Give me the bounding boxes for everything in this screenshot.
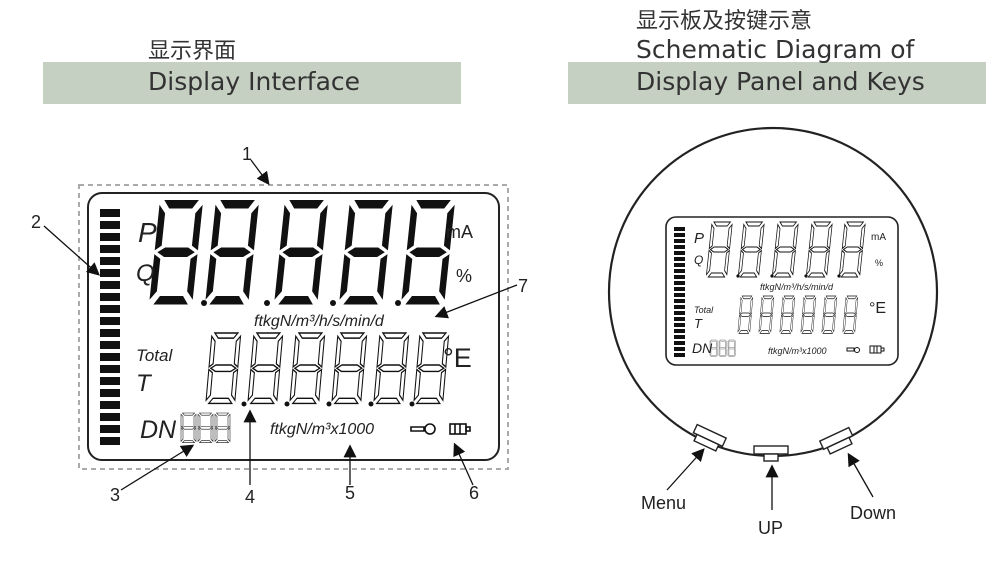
- mini-top-digits: [705, 221, 866, 278]
- callout-7: 7: [518, 276, 529, 296]
- callout-6: 6: [469, 483, 480, 503]
- down-key-label: Down: [850, 503, 897, 523]
- lcd-p-label: P: [138, 217, 157, 248]
- callout-5: 5: [345, 483, 356, 503]
- battery-icon: [449, 423, 471, 435]
- lcd-total-units: ftkgN/m³x1000: [270, 421, 375, 438]
- mini-q-label: Q: [694, 253, 704, 267]
- mini-key-icon: [846, 347, 860, 353]
- dn-digits: [180, 412, 231, 443]
- mini-percent-unit: %: [875, 258, 884, 268]
- lcd-t-label: T: [136, 370, 151, 397]
- lcd-temp-unit: °E: [443, 343, 472, 373]
- top-digits: [149, 200, 456, 306]
- menu-key: [692, 423, 728, 452]
- mini-total-label: Total: [694, 305, 714, 315]
- lcd-q-label: Q: [136, 260, 155, 287]
- down-key: [818, 426, 854, 455]
- right-title-banner: [568, 62, 986, 104]
- mini-dn-label: DN: [692, 340, 713, 356]
- mini-dn-digits: [709, 339, 736, 357]
- callout-3: 3: [110, 485, 121, 505]
- mini-temp-unit: °E: [869, 300, 887, 317]
- left-title-en: Display Interface: [148, 67, 361, 96]
- lcd-percent-unit: %: [456, 266, 473, 286]
- menu-key-label: Menu: [641, 493, 687, 513]
- callout-1: 1: [242, 144, 253, 164]
- left-title-cn: 显示界面: [148, 39, 237, 64]
- bottom-digits: [205, 332, 450, 407]
- lcd-rate-units: ftkgN/m³/h/s/min/d: [254, 313, 384, 330]
- lcd-total-label: Total: [136, 346, 173, 365]
- left-title-banner: [43, 62, 461, 104]
- lcd-dn-label: DN: [140, 416, 177, 444]
- callout-2: 2: [31, 212, 42, 232]
- key-icon: [410, 423, 436, 435]
- mini-t-label: T: [694, 316, 702, 331]
- mini-rate-units: ftkgN/m³/h/s/min/d: [760, 282, 834, 292]
- bar-graph: [100, 209, 120, 445]
- right-title-en-1: Schematic Diagram of: [636, 35, 915, 64]
- mini-p-label: P: [694, 230, 705, 247]
- mini-bar-graph: [674, 227, 685, 357]
- right-title-cn: 显示板及按键示意: [636, 9, 813, 34]
- right-title-en-2: Display Panel and Keys: [636, 67, 925, 96]
- mini-bottom-digits: [737, 295, 859, 334]
- up-key: [753, 445, 789, 462]
- mini-ma-unit: mA: [871, 232, 886, 243]
- mini-total-units: ftkgN/m³x1000: [768, 346, 827, 356]
- mini-battery-icon: [869, 345, 885, 354]
- lcd-ma-unit: mA: [446, 222, 473, 242]
- callout-4: 4: [245, 487, 256, 507]
- up-key-label: UP: [758, 518, 784, 538]
